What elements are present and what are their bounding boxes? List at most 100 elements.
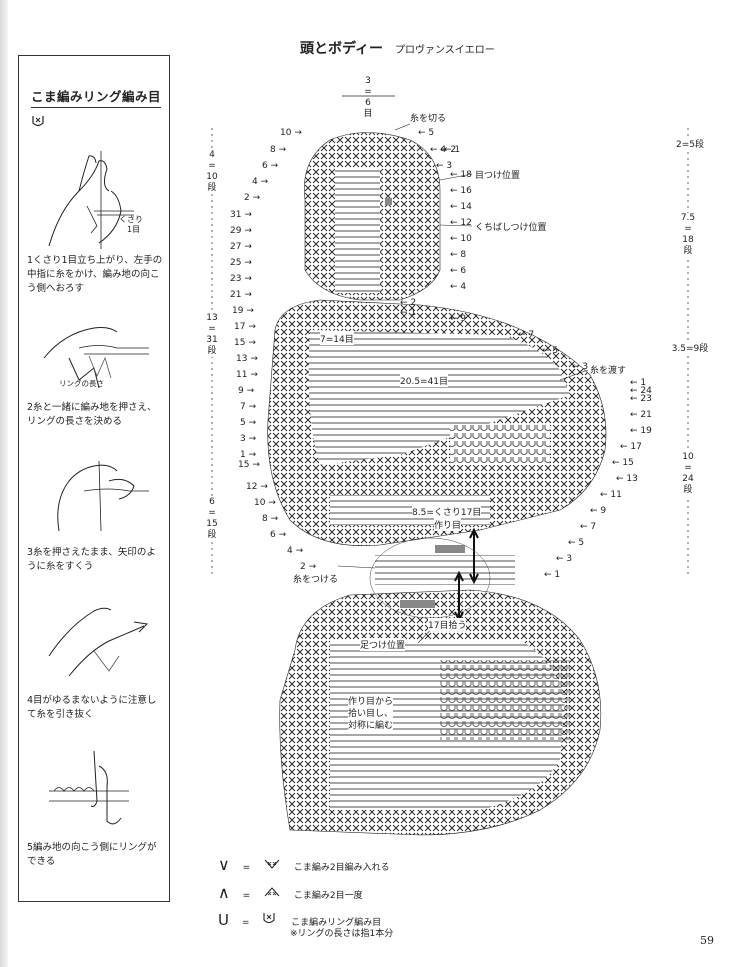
row-number-left: 9 → [238,386,255,396]
row-number-right: ← 9 [450,314,467,324]
row-number-right: ← 1 [630,378,647,388]
legend-eq: = [241,918,250,928]
step-1-text: 1くさり1目立ち上がり、左手の中指に糸をかけ、編み地の向こう側へおろす [27,255,163,294]
head-inner-rows [335,168,380,293]
row-number-right: ← 18 [450,170,472,180]
decrease-legend-label: こま編み2目一度 [293,891,363,901]
row-number-left: 10 → [254,498,276,508]
decrease-stitch-icon [263,887,284,901]
attach-yarn-leader [337,565,376,569]
right-measure-c: 3.5=9段 [670,344,710,355]
step5-crochet-illustration [39,746,154,840]
increase-symbol-icon: ∨ [218,855,230,874]
row-number-left: 4 → [287,546,304,556]
chain-arrow [469,527,479,585]
row-number-right: ← 19 [630,426,652,436]
row-number-left: 8 → [262,514,279,524]
row-number-right: ← 7 [518,330,535,340]
page-number: 59 [700,934,714,947]
step4-hand-illustration [39,596,154,690]
panel-title: こま編みリング編み目 [31,86,162,108]
step-5-text: 5編み地の向こう側にリングができる [27,842,157,867]
row-number-right: ← 5 [418,128,435,138]
row-number-left: 6 → [270,530,287,540]
row-number-right: ← 2 [400,298,417,308]
row-number-right: ← 10 [450,234,472,244]
pick-17-label: 17目拾う [428,618,467,631]
step-2-text: 2糸と一緒に編み地を押さえ、リングの長さを決める [27,402,157,427]
row-number-left: 2 → [244,193,261,203]
chain-start-label: 8.5=くさり17目 [412,505,482,518]
one-stitch-label: 1目 [127,225,141,234]
row-number-right: ← 12 [450,218,472,228]
neck-band [375,555,515,585]
row-number-left: 17 → [234,322,256,332]
row-number-left: 19 → [232,306,254,316]
row-number-left: 2 → [300,562,317,572]
step1-hand-illustration [39,151,149,255]
legend-decrease-row: ∧ = こま編み2目一度 [218,883,363,902]
increase-stitch-icon [263,859,284,873]
yarn-color-subtitle: プロヴァンスイエロー [395,45,495,56]
legend-eq: = [242,891,251,901]
row-number-left: 13 → [236,354,258,364]
row-number-right: ← 8 [450,250,467,260]
ring-stitch-symbol-icon [31,114,45,131]
row-number-right: ← 17 [620,442,642,452]
row-number-right: ← 3 [436,161,453,171]
legend-eq: = [242,863,251,873]
row-number-right: ← 1 [544,570,561,580]
step3-hand-illustration [39,451,154,540]
ring-length-label: リングの長さ [59,379,104,388]
decrease-symbol-icon: ∧ [218,883,230,902]
pick-up-highlight [400,600,435,608]
eye-leader [439,173,473,181]
row-number-right: ← 23 [630,394,652,404]
row-number-right: ← 2 [440,145,457,155]
row-number-left: 31 → [230,210,252,220]
pick-up-note: 作り目から 拾い目し、 対称に編む [348,696,394,732]
row-number-right: ← 14 [450,202,472,212]
yarn-pass-label: 糸を渡す [590,366,627,376]
row-number-right: ← 6 [450,266,467,276]
row-number-right: ← 4 [430,145,447,155]
row-number-right: ← 5 [568,538,585,548]
step2-hand-illustration [39,318,154,397]
attach-yarn-label: 糸をつける [293,575,339,585]
row-number-right: ← 5 [542,346,559,356]
row-number-left: 29 → [230,226,252,236]
pick-note-line-1: 作り目から [348,697,394,707]
legend-ring-row: U = こま編みリング編み目 [218,911,381,929]
twenty-41-label: 20.5=41目 [400,374,449,387]
row-number-right: ← 1 [400,308,417,318]
foot-position-label: 足つけ位置 [360,638,406,651]
row-number-left: 25 → [230,258,252,268]
yarn-pass-leader [559,369,589,381]
row-number-left: 10 → [280,128,302,138]
ring-symbol-icon: U [218,911,229,929]
row-number-left: 21 → [230,290,252,300]
row-number-right: ← 1 [444,145,461,155]
row-number-left: 1 → [240,450,257,460]
ring-stitch-area [450,425,550,465]
row-number-right: ← 4 [450,282,467,292]
row-number-right: ← 11 [600,490,622,500]
body-upper-rows [308,330,570,465]
increase-legend-label: こま編み2目編み入れる [293,863,390,873]
chain-label: くさり [119,215,143,224]
legend-increase-row: ∨ = こま編み2目編み入れる [218,855,390,874]
row-number-left: 3 → [240,434,257,444]
step-3-text: 3糸を押さえたまま、矢印のように糸をすくう [27,547,156,572]
pick-note-line-3: 対称に編む [348,721,394,731]
page-title: 頭とボディー [300,41,384,57]
row-number-left: 27 → [230,242,252,252]
row-number-right: ← 3 [572,362,589,372]
row-number-right: ← 3 [556,554,573,564]
row-number-left: 7 → [240,402,257,412]
row-number-right: ← 7 [580,522,597,532]
